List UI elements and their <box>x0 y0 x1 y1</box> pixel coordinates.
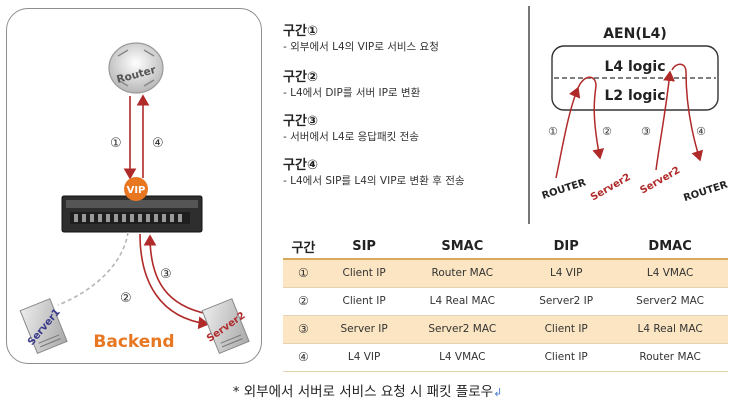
section-1: 구간① - 외부에서 L4의 VIP로 서비스 요청 <box>283 24 439 54</box>
section-3-desc: - 서버에서 L4로 응답패킷 전송 <box>283 131 419 143</box>
cell-dip: L4 VIP <box>520 259 613 288</box>
section-2: 구간② - L4에서 DIP를 서버 IP로 변환 <box>283 70 420 100</box>
header-sip: SIP <box>323 235 405 260</box>
section-4: 구간④ - L4에서 SIP를 L4의 VIP로 변환 후 전송 <box>283 158 465 188</box>
cell-dmac: L4 VMAC <box>612 259 728 288</box>
table-row: ④ L4 VIP L4 VMAC Client IP Router MAC <box>283 343 728 372</box>
section-1-title: 구간① <box>283 24 318 39</box>
aen-n1: ① <box>548 125 558 138</box>
packet-flow-table: 구간 SIP SMAC DIP DMAC ① Client IP Router … <box>283 235 728 372</box>
cell-dip: Server2 IP <box>520 287 613 316</box>
header-dip: DIP <box>520 235 613 260</box>
aen-right-flow <box>655 63 704 171</box>
aen-server2-b: Server2 <box>638 165 682 197</box>
table-row: ② Client IP L4 Real MAC Server2 IP Serve… <box>283 287 728 316</box>
section-4-title: 구간④ <box>283 158 318 173</box>
cell-section: ③ <box>283 315 324 344</box>
cell-sip: Server IP <box>323 315 405 344</box>
header-dmac: DMAC <box>612 235 728 260</box>
aen-n4: ④ <box>696 125 706 138</box>
topology-panel <box>6 8 262 364</box>
table-header-row: 구간 SIP SMAC DIP DMAC <box>283 235 728 260</box>
header-section: 구간 <box>283 235 324 260</box>
cell-sip: L4 VIP <box>323 343 405 372</box>
aen-box <box>551 45 719 111</box>
cell-dip: Client IP <box>520 343 613 372</box>
section-4-desc: - L4에서 SIP를 L4의 VIP로 변환 후 전송 <box>283 175 465 187</box>
cell-smac: Server2 MAC <box>404 315 521 344</box>
cell-section: ② <box>283 287 324 316</box>
aen-l2-logic: L2 logic <box>604 88 665 104</box>
vertical-divider <box>528 6 530 224</box>
cell-section: ① <box>283 259 324 288</box>
cell-smac: L4 VMAC <box>404 343 521 372</box>
cell-sip: Client IP <box>323 259 405 288</box>
aen-left-flow <box>555 76 605 179</box>
cell-smac: L4 Real MAC <box>404 287 521 316</box>
cell-dmac: L4 Real MAC <box>612 315 728 344</box>
aen-router-b: ROUTER <box>682 179 729 204</box>
cell-sip: Client IP <box>323 287 405 316</box>
section-2-desc: - L4에서 DIP를 서버 IP로 변환 <box>283 87 421 99</box>
cell-dmac: Router MAC <box>612 343 728 372</box>
return-mark-icon: ↲ <box>493 386 503 399</box>
aen-title: AEN(L4) <box>603 26 667 42</box>
section-3-title: 구간③ <box>283 114 318 129</box>
cell-section: ④ <box>283 343 324 372</box>
cell-dmac: Server2 MAC <box>612 287 728 316</box>
aen-server2-a: Server2 <box>589 172 633 204</box>
header-smac: SMAC <box>404 235 521 260</box>
cell-smac: Router MAC <box>404 259 521 288</box>
aen-n2: ② <box>602 125 612 138</box>
aen-l4-logic: L4 logic <box>604 59 665 75</box>
cell-dip: Client IP <box>520 315 613 344</box>
table-row: ③ Server IP Server2 MAC Client IP L4 Rea… <box>283 315 728 344</box>
figure-caption: * 외부에서 서버로 서비스 요청 시 패킷 플로우↲ <box>0 380 735 400</box>
section-2-title: 구간② <box>283 70 318 85</box>
aen-n3: ③ <box>641 125 651 138</box>
caption-text: * 외부에서 서버로 서비스 요청 시 패킷 플로우 <box>232 384 494 400</box>
table-row: ① Client IP Router MAC L4 VIP L4 VMAC <box>283 259 728 288</box>
aen-router-a: ROUTER <box>541 177 588 202</box>
section-1-desc: - 외부에서 L4의 VIP로 서비스 요청 <box>283 41 439 53</box>
section-3: 구간③ - 서버에서 L4로 응답패킷 전송 <box>283 114 419 144</box>
